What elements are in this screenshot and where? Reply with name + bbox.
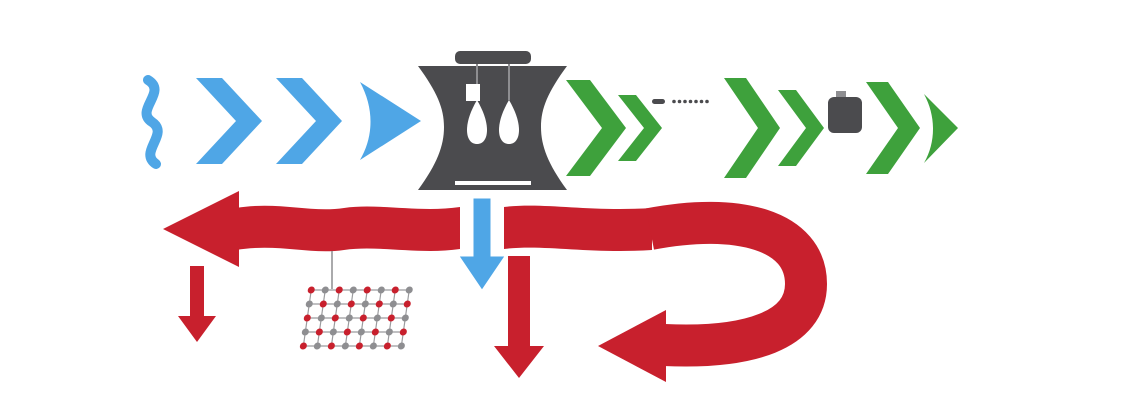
- ellipsis-dot: [672, 99, 676, 104]
- furnace-body: [418, 66, 567, 190]
- sample-block-icon: [828, 97, 862, 133]
- ellipsis-dot: [694, 99, 698, 104]
- ampoule-left-icon: [467, 100, 487, 144]
- dash-icon: [652, 99, 665, 104]
- green-chevron-arrow-icon: [724, 78, 780, 178]
- lattice-atom: [405, 286, 413, 294]
- green-swoosh-arrow-icon: [924, 94, 958, 163]
- ampoule-right-icon: [499, 100, 519, 144]
- red-loop-band: [646, 201, 828, 367]
- ellipsis-dot: [677, 99, 682, 104]
- green-chevron-arrow-icon: [866, 82, 920, 174]
- lattice-atom: [361, 300, 369, 308]
- furnace-base-slot: [455, 181, 531, 185]
- lattice-atom: [357, 328, 365, 336]
- blue-chevron-arrow-icon: [196, 78, 262, 164]
- lattice-atom: [399, 328, 407, 336]
- lattice-atom: [345, 314, 353, 322]
- lattice-atom: [321, 286, 329, 294]
- lattice-atom: [359, 314, 367, 322]
- lattice-grid: [299, 286, 413, 350]
- lattice-atom: [327, 342, 335, 350]
- lattice-atom: [313, 342, 321, 350]
- red-wavy-band-right: [504, 205, 652, 251]
- lattice-atom: [341, 342, 349, 350]
- sample-holder: [466, 84, 480, 101]
- blue-down-arrow-icon: [454, 195, 510, 295]
- lattice-atom: [363, 286, 371, 294]
- ellipsis-dot: [688, 99, 693, 104]
- lattice-atom: [389, 300, 397, 308]
- lattice-atom: [329, 328, 337, 336]
- red-cycle: [163, 191, 828, 382]
- blue-squiggle-icon: [141, 75, 163, 169]
- lattice-atom: [331, 314, 339, 322]
- lattice-atom: [307, 286, 315, 294]
- furnace-icon: [418, 51, 567, 190]
- lattice-atom: [317, 314, 325, 322]
- ellipsis-dot: [705, 99, 709, 104]
- green-chevron-arrow-icon: [618, 95, 662, 161]
- red-down-arrow-mid-icon: [494, 256, 544, 378]
- crystal-lattice-icon: [299, 251, 413, 350]
- lattice-atom: [299, 342, 307, 350]
- green-process-flow: [566, 78, 958, 178]
- lattice-atom: [335, 286, 343, 294]
- lattice-atom: [315, 328, 323, 336]
- lattice-atom: [349, 286, 357, 294]
- green-chevron-arrow-icon: [566, 80, 626, 176]
- lattice-atom: [377, 286, 385, 294]
- ellipsis-dot: [699, 99, 704, 104]
- lattice-atom: [305, 300, 313, 308]
- lattice-atom: [355, 342, 363, 350]
- lattice-atom: [319, 300, 327, 308]
- dotted-line-icon: [672, 99, 709, 104]
- ellipsis-dot: [683, 99, 687, 104]
- blue-process-flow: [141, 75, 421, 169]
- lattice-atom: [369, 342, 377, 350]
- lattice-atom: [383, 342, 391, 350]
- furnace-cap: [455, 51, 531, 64]
- lattice-atom: [385, 328, 393, 336]
- green-chevron-arrow-icon: [778, 90, 824, 166]
- red-wavy-band-left: [236, 205, 460, 252]
- lattice-atom: [375, 300, 383, 308]
- lattice-atom: [343, 328, 351, 336]
- lattice-atom: [347, 300, 355, 308]
- blue-chevron-arrow-icon: [276, 78, 342, 164]
- lattice-atom: [397, 342, 405, 350]
- red-down-arrow-left-icon: [178, 266, 216, 342]
- lattice-atom: [387, 314, 395, 322]
- lattice-atom: [403, 300, 411, 308]
- blue-solid-arrow-icon: [360, 82, 421, 160]
- red-loop-arrowhead-icon: [598, 310, 666, 382]
- red-left-arrowhead-icon: [163, 191, 239, 267]
- lattice-atom: [301, 328, 309, 336]
- lattice-atom: [333, 300, 341, 308]
- lattice-atom: [303, 314, 311, 322]
- lattice-atom: [391, 286, 399, 294]
- lattice-atom: [401, 314, 409, 322]
- lattice-atom: [373, 314, 381, 322]
- sample-block-notch: [836, 91, 846, 99]
- lattice-atom: [371, 328, 379, 336]
